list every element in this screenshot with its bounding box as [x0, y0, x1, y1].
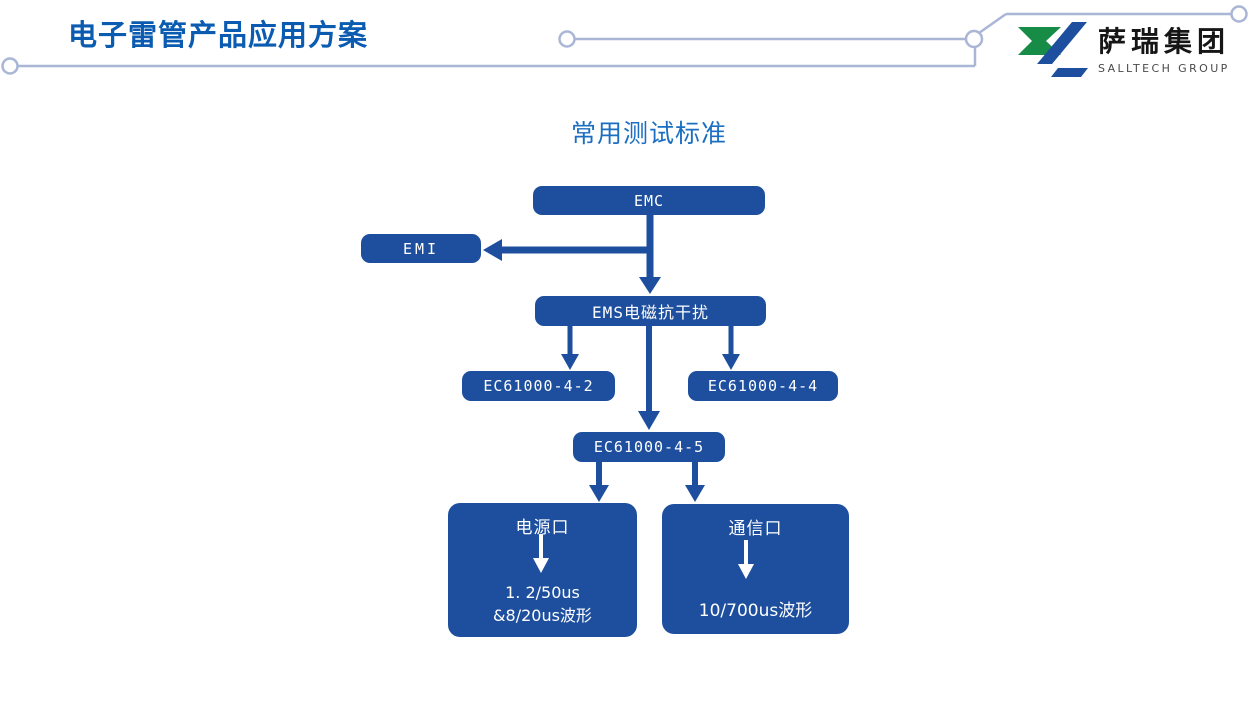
- company-logo: 萨瑞集团 SALLTECH GROUP: [1016, 22, 1230, 78]
- flow-node-ems: EMS电磁抗干扰: [535, 296, 766, 326]
- flow-node-ec61000-4-4: EC61000-4-4: [688, 371, 838, 401]
- comm-port-title: 通信口: [728, 519, 783, 539]
- comm-port-waveform-line1: 10/700us波形: [698, 601, 813, 621]
- flow-node-emi: EMI: [361, 234, 481, 263]
- logo-text: 萨瑞集团 SALLTECH GROUP: [1098, 22, 1231, 76]
- page-title: 电子雷管产品应用方案: [68, 18, 369, 52]
- flow-node-emc: EMC: [533, 186, 765, 215]
- flow-node-comm-port: 通信口 10/700us波形: [662, 504, 849, 634]
- power-port-waveform-line1: 1. 2/50us: [505, 583, 580, 602]
- power-port-waveform-line2: &8/20us波形: [493, 606, 592, 625]
- flow-node-power-port: 电源口 1. 2/50us &8/20us波形: [448, 503, 637, 637]
- flow-node-ec61000-4-5: EC61000-4-5: [573, 432, 725, 462]
- power-port-title: 电源口: [515, 518, 570, 538]
- flow-node-ec61000-4-2: EC61000-4-2: [462, 371, 615, 401]
- logo-company-name: 萨瑞集团: [1098, 25, 1231, 58]
- logo-company-name-en: SALLTECH GROUP: [1098, 62, 1230, 75]
- diagram-title: 常用测试标准: [570, 119, 728, 148]
- salltech-logo-mark-icon: [1018, 22, 1088, 77]
